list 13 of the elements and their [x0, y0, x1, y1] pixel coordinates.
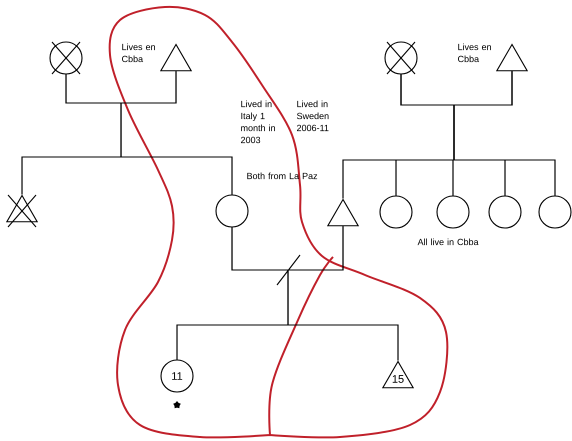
descent-line: [287, 226, 399, 360]
circle-symbol: [488, 195, 522, 229]
circle-symbol: [379, 195, 413, 229]
note-text: Lived in Italy 1 month in 2003: [241, 100, 275, 144]
note-text: All live in Cbba: [418, 238, 479, 246]
crossed-circle-symbol: [384, 41, 418, 75]
crossed-circle-symbol: [49, 41, 83, 75]
circle-symbol: [215, 194, 249, 228]
circle-symbol: [538, 195, 572, 229]
note-text: Lived in Sweden 2006-11: [296, 100, 328, 132]
descent-line: [120, 71, 233, 194]
circle-symbol: [436, 195, 470, 229]
descent-line: [453, 71, 556, 196]
